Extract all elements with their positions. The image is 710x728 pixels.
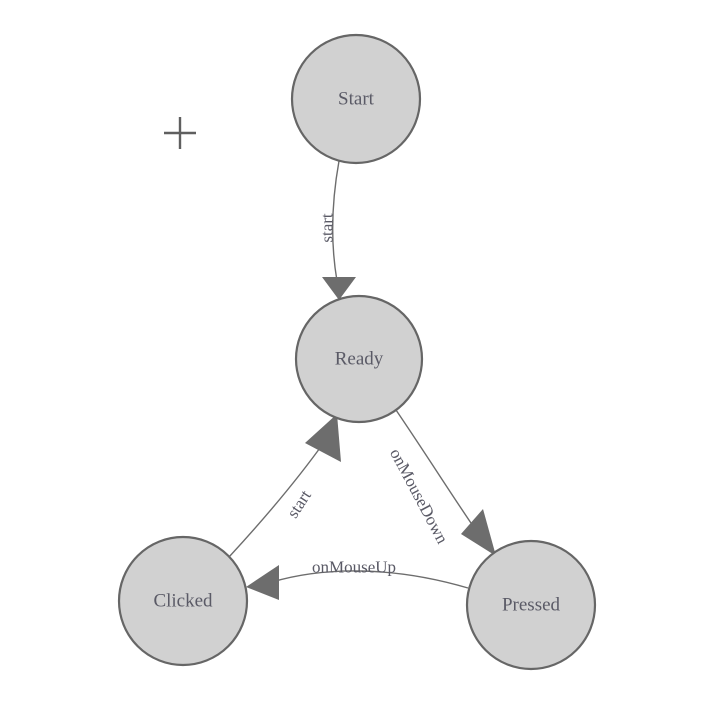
edge-ready-to-pressed[interactable]: onMouseDown (386, 409, 496, 556)
edge-clicked-to-ready[interactable]: start (228, 414, 341, 558)
edge-label-clicked-to-ready: start (283, 486, 315, 521)
arrowhead-into-ready-from-start (322, 277, 356, 300)
node-pressed[interactable]: Pressed (465, 539, 597, 671)
node-clicked[interactable]: Clicked (117, 535, 249, 667)
edge-start-to-ready[interactable]: start (318, 160, 357, 300)
crosshair-cursor-icon (164, 117, 196, 149)
edge-pressed-to-clicked[interactable]: onMouseUp (246, 558, 469, 601)
node-label-ready: Ready (335, 349, 384, 370)
node-start[interactable]: Start (290, 33, 422, 165)
edge-path-start-to-ready (331, 160, 340, 282)
arrowhead-into-ready-from-clicked (305, 414, 341, 462)
edge-label-start-to-ready: start (318, 213, 337, 243)
edge-path-pressed-to-clicked (271, 570, 469, 589)
node-circle-ready[interactable] (294, 294, 424, 424)
node-circle-start[interactable] (290, 33, 422, 165)
node-circle-pressed[interactable] (465, 539, 597, 671)
node-label-clicked: Clicked (153, 591, 213, 612)
edge-label-ready-to-pressed: onMouseDown (386, 445, 452, 547)
node-label-pressed: Pressed (502, 595, 561, 616)
node-ready[interactable]: Ready (294, 294, 424, 424)
edge-label-pressed-to-clicked: onMouseUp (312, 558, 396, 577)
arrowhead-into-pressed-from-ready (461, 509, 496, 556)
edge-path-clicked-to-ready (228, 440, 326, 558)
arrowhead-into-clicked-from-pressed (246, 565, 279, 600)
node-label-start: Start (338, 89, 375, 110)
node-circle-clicked[interactable] (117, 535, 249, 667)
